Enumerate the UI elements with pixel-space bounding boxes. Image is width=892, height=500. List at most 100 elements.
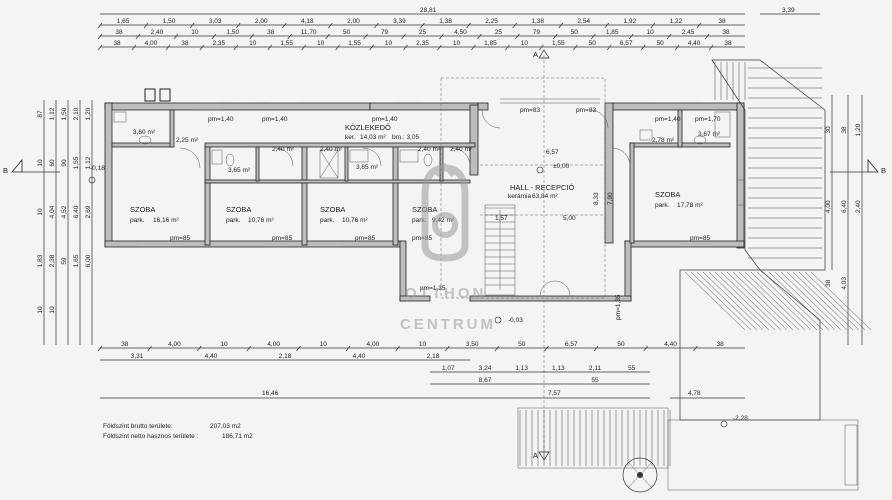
dim-tick	[643, 345, 649, 352]
room-2-area: 10,76 m²	[248, 217, 274, 224]
dim-value: 50	[589, 40, 597, 47]
section-a-bottom-label: A	[533, 451, 538, 460]
dim-value: 10	[220, 341, 228, 348]
stair-hatch	[810, 271, 872, 331]
north-arrow-icon	[622, 457, 658, 493]
dim-value: 50	[657, 40, 665, 47]
stair-hatch	[762, 271, 824, 331]
dim-value: 3,24	[479, 365, 492, 372]
dim-value: 1,12	[85, 156, 92, 169]
dim-value: 38	[113, 40, 121, 47]
area-wc-4: 2,40 m²	[418, 146, 441, 153]
pm-label-7: pm=83	[576, 107, 596, 114]
dim-value: 1,50	[226, 29, 239, 36]
sanitary-fixtures	[113, 111, 731, 179]
exterior-staircase	[517, 269, 872, 491]
top-dimension-lines	[100, 13, 820, 48]
room-2-name: SZOBA	[226, 205, 251, 214]
dim-value: 1,50	[163, 18, 176, 25]
area-bath-1: 3,60 m²	[133, 129, 156, 136]
windows	[140, 98, 744, 248]
dim-value: 1,65	[117, 18, 130, 25]
dim-tick	[604, 22, 610, 29]
dim-tick	[539, 44, 544, 51]
dim-value: 10	[191, 29, 199, 36]
dim-value: 50	[571, 29, 579, 36]
stair-hatch	[798, 271, 860, 331]
dim-tick	[606, 44, 612, 51]
dim-tick	[97, 345, 103, 352]
area-bath-2: 3,65 m²	[228, 167, 251, 174]
dim-tick	[301, 44, 306, 51]
dim-value: 1,38	[531, 18, 544, 25]
dim-value: 2,35	[212, 40, 225, 47]
stair-hatch	[702, 271, 764, 331]
dim-value: 1,55	[552, 40, 565, 47]
roof-outline	[711, 59, 826, 271]
dim-tick	[439, 33, 444, 40]
dim-tick	[97, 44, 103, 51]
dim-value: 10	[37, 306, 44, 314]
hall-dim-w2: 5,00	[563, 215, 576, 222]
dim-value: 2,35	[416, 40, 429, 47]
area-wc-2: 2,40 m²	[272, 146, 295, 153]
level-zero: ±0,00	[553, 163, 570, 170]
dim-value: 60	[49, 159, 56, 167]
dim-value: 10	[317, 40, 325, 47]
interior-staircase	[484, 204, 516, 296]
dim-value: 3,31	[131, 353, 144, 360]
dim-value: 1,65	[73, 254, 80, 267]
dim-tick	[235, 22, 241, 29]
pm-label-6: pm=83	[520, 107, 540, 114]
stair-hatch	[756, 271, 818, 331]
dim-value: 4,52	[61, 205, 68, 218]
dim-value: 2,11	[589, 365, 602, 372]
dim-value: 1,13	[515, 365, 528, 372]
pm-label-9: pm=85	[272, 235, 292, 242]
pm-label-8: pm=85	[170, 235, 190, 242]
section-a-top-label: A	[533, 50, 538, 59]
dim-value: 38	[115, 29, 123, 36]
stair-hatch	[708, 271, 770, 331]
watermark-logo: OTTHON CENTRUM	[400, 162, 496, 333]
dim-value: 1,55	[280, 40, 293, 47]
room-5-area: 17,78 m²	[677, 202, 703, 209]
dim-value: 10	[385, 40, 393, 47]
watermark-line-2: CENTRUM	[400, 316, 496, 333]
section-a-line	[538, 49, 550, 461]
stair-hatch	[804, 271, 866, 331]
dim-tick	[477, 33, 482, 40]
interior-walls	[111, 109, 731, 246]
dim-value: 30	[825, 126, 832, 134]
dim-value: 10	[37, 159, 44, 167]
dim-value: 4,18	[301, 18, 314, 25]
dim-value: 4,04	[49, 205, 56, 218]
right-dimension-lines	[831, 95, 863, 345]
dim-tick	[211, 33, 217, 40]
dim-value: 38	[722, 29, 730, 36]
pm-label-12: pm=1,35	[420, 285, 446, 292]
dim-value: 87	[37, 110, 44, 118]
dim-value: 1,85	[606, 29, 619, 36]
dim-tick	[553, 33, 558, 40]
dim-value: 38	[724, 40, 732, 47]
dim-value: 2,25	[485, 18, 498, 25]
dim-value: 2,10	[73, 107, 80, 120]
dim-tick	[420, 22, 425, 29]
dim-value: 50	[343, 29, 351, 36]
dim-value: 2,40	[855, 200, 862, 213]
dim-value: 4,50	[454, 29, 467, 36]
terrace-pillar	[844, 424, 858, 486]
dim-tick	[693, 345, 698, 352]
pm-label-14: pm=1,35	[615, 294, 622, 320]
stair-hatch	[696, 271, 758, 331]
dim-value: 10	[647, 29, 655, 36]
dim-value: 1,55	[73, 156, 80, 169]
dim-value: 1,83	[37, 254, 44, 267]
dim-value: 38	[718, 18, 726, 25]
dim-value: 6,00	[85, 254, 92, 267]
dim-tick	[97, 22, 103, 29]
dim-value: 4,03	[841, 277, 848, 290]
